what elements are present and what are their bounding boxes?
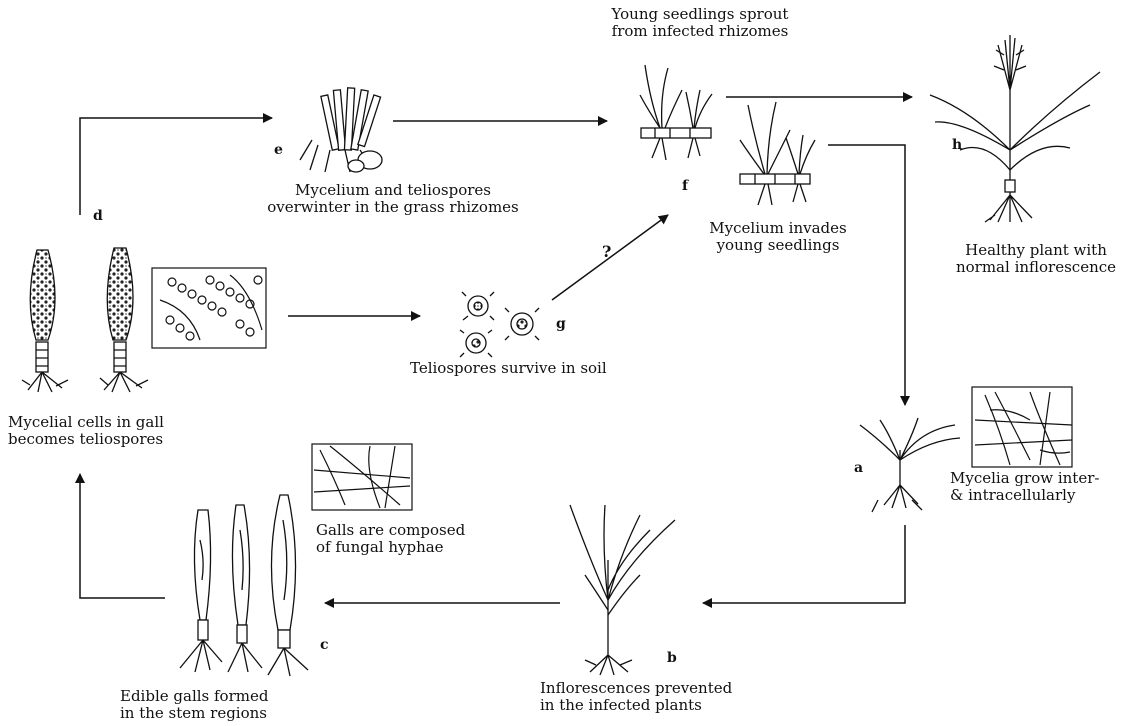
caption-edible-line1: Edible galls formed [120, 688, 268, 705]
mycelia-micrograph-inset [972, 387, 1072, 467]
caption-healthy: Healthy plant with normal inflorescence [956, 242, 1116, 276]
caption-grow: Mycelia grow inter- & intracellularly [950, 470, 1099, 504]
rhizome-bundle-illustration [300, 88, 382, 172]
label-h: h [952, 137, 962, 153]
caption-overwinter-line1: Mycelium and teliospores [267, 182, 519, 199]
label-a: a [854, 460, 863, 476]
caption-hyphae: Galls are composed of fungal hyphae [316, 522, 465, 556]
caption-overwinter-line2: overwinter in the grass rhizomes [267, 199, 519, 216]
caption-edible: Edible galls formed in the stem regions [120, 688, 268, 722]
seedlings-illustration [640, 65, 712, 160]
label-e: e [274, 142, 283, 158]
caption-sprout-line2: from infected rhizomes [612, 23, 789, 40]
label-c: c [320, 637, 329, 653]
unknown-pathway-marker: ? [602, 242, 611, 261]
gall-teliospores-illustration [22, 248, 148, 392]
caption-invades-line1: Mycelium invades [709, 220, 846, 237]
caption-prevented: Inflorescences prevented in the infected… [540, 680, 732, 714]
caption-gall-line1: Mycelial cells in gall [8, 414, 164, 431]
arrow-d-to-e [80, 118, 272, 215]
caption-gall: Mycelial cells in gall becomes teliospor… [8, 414, 164, 448]
caption-prevented-line1: Inflorescences prevented [540, 680, 732, 697]
caption-grow-line2: & intracellularly [950, 487, 1099, 504]
soil-teliospores-illustration [460, 292, 539, 357]
invaded-seedlings-illustration [740, 102, 815, 205]
caption-hyphae-line1: Galls are composed [316, 522, 465, 539]
arrow-c-to-d [80, 474, 165, 598]
caption-sprout: Young seedlings sprout from infected rhi… [612, 6, 789, 40]
caption-invades: Mycelium invades young seedlings [709, 220, 846, 254]
healthy-plant-illustration [930, 35, 1100, 222]
caption-gall-line2: becomes teliospores [8, 431, 164, 448]
label-f: f [682, 178, 688, 194]
caption-sprout-line1: Young seedlings sprout [612, 6, 789, 23]
infected-young-plant-illustration [860, 418, 960, 512]
arrow-f-to-a [828, 145, 905, 405]
edible-galls-illustration [180, 495, 308, 676]
infected-plant-no-inflorescence-illustration [570, 505, 675, 675]
caption-hyphae-line2: of fungal hyphae [316, 539, 465, 556]
arrow-a-to-b [703, 525, 905, 603]
label-b: b [667, 650, 677, 666]
caption-invades-line2: young seedlings [709, 237, 846, 254]
label-g: g [556, 316, 566, 332]
teliospore-micrograph-inset [152, 268, 266, 348]
caption-healthy-line1: Healthy plant with [956, 242, 1116, 259]
label-d: d [93, 208, 103, 224]
caption-grow-line1: Mycelia grow inter- [950, 470, 1099, 487]
caption-edible-line2: in the stem regions [120, 705, 268, 722]
hyphae-micrograph-inset [312, 444, 412, 510]
caption-prevented-line2: in the infected plants [540, 697, 732, 714]
caption-overwinter: Mycelium and teliospores overwinter in t… [267, 182, 519, 216]
caption-healthy-line2: normal inflorescence [956, 259, 1116, 276]
caption-soil: Teliospores survive in soil [410, 360, 607, 377]
